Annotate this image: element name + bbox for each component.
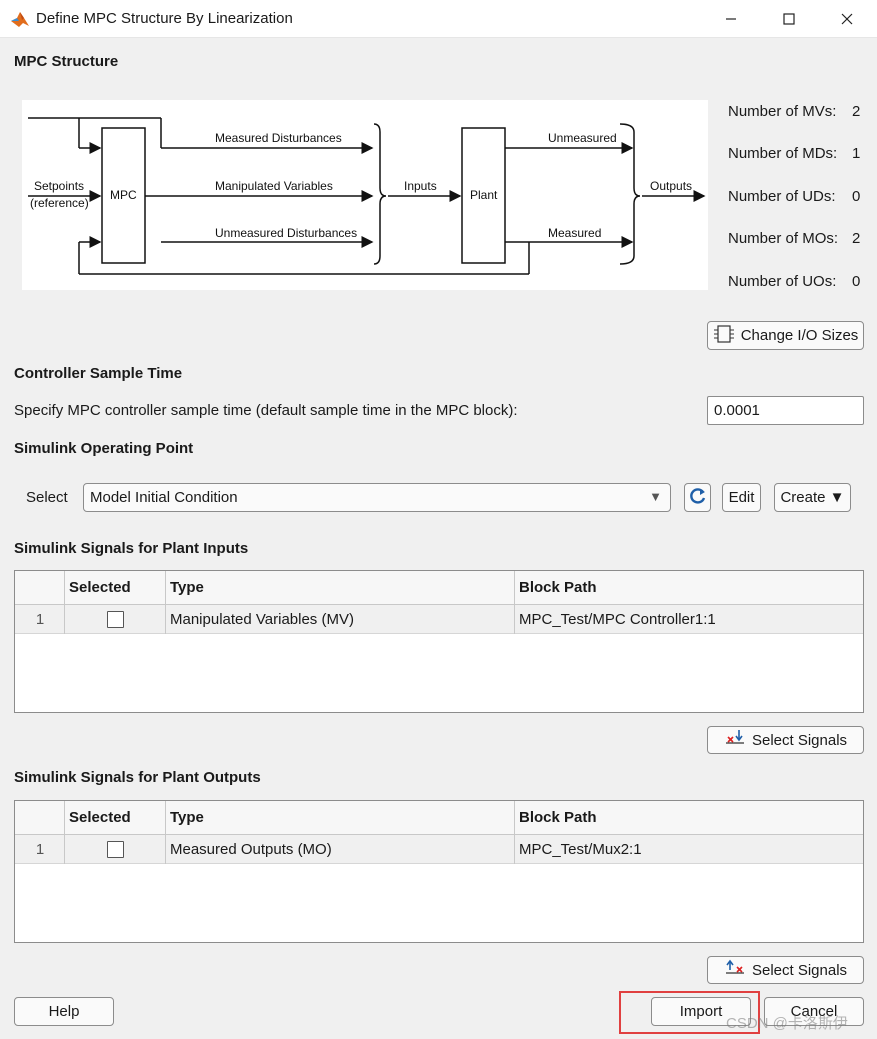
- select-input-signals-label: Select Signals: [751, 731, 848, 749]
- diagram-md-label: Measured Disturbances: [215, 131, 342, 145]
- plant-inputs-table: Selected Type Block Path 1 Manipulated V…: [14, 570, 864, 713]
- row-selected-cell: [65, 605, 166, 633]
- mv-count-value: 2: [852, 103, 861, 120]
- select-input-signals-button[interactable]: Select Signals: [707, 726, 864, 754]
- sample-time-input[interactable]: 0.0001: [707, 396, 864, 425]
- mv-count-label: Number of MVs:: [728, 103, 837, 120]
- help-button[interactable]: Help: [14, 997, 114, 1026]
- column-header-selected[interactable]: Selected: [69, 579, 131, 596]
- operating-point-heading: Simulink Operating Point: [14, 440, 194, 457]
- select-signals-icon: [724, 729, 746, 751]
- column-header-block-path[interactable]: Block Path: [519, 809, 597, 826]
- sample-time-value: 0.0001: [714, 402, 760, 419]
- maximize-button[interactable]: [760, 0, 818, 38]
- column-header-index: [15, 571, 65, 604]
- cancel-button-label: Cancel: [790, 1003, 838, 1020]
- diagram-mpc-label: MPC: [110, 188, 137, 202]
- mpc-structure-heading: MPC Structure: [14, 53, 119, 70]
- mo-count-label: Number of MOs:: [728, 230, 839, 247]
- title-bar: Define MPC Structure By Linearization: [0, 0, 877, 38]
- select-signals-icon: [724, 959, 746, 981]
- mo-count-value: 2: [852, 230, 861, 247]
- md-count-value: 1: [852, 145, 861, 162]
- select-label: Select: [26, 489, 68, 506]
- table-row[interactable]: 1 Manipulated Variables (MV) MPC_Test/MP…: [15, 605, 863, 634]
- column-header-type[interactable]: Type: [170, 579, 204, 596]
- change-io-sizes-button[interactable]: Change I/O Sizes: [707, 321, 864, 350]
- diagram-reference-label: (reference): [30, 196, 89, 210]
- uo-count-value: 0: [852, 273, 861, 290]
- row-type: Measured Outputs (MO): [170, 840, 332, 858]
- row-block-path: MPC_Test/Mux2:1: [519, 840, 642, 858]
- diagram-inputs-label: Inputs: [404, 179, 437, 193]
- create-button-label: Create ▼: [780, 489, 845, 506]
- ud-count-label: Number of UDs:: [728, 188, 836, 205]
- matlab-logo-icon: [10, 9, 30, 29]
- column-header-selected[interactable]: Selected: [69, 809, 131, 826]
- ud-count-value: 0: [852, 188, 861, 205]
- table-row[interactable]: 1 Measured Outputs (MO) MPC_Test/Mux2:1: [15, 835, 863, 864]
- table-header: Selected Type Block Path: [15, 801, 863, 835]
- edit-button[interactable]: Edit: [722, 483, 761, 512]
- table-header: Selected Type Block Path: [15, 571, 863, 605]
- column-header-block-path[interactable]: Block Path: [519, 579, 597, 596]
- operating-point-selected: Model Initial Condition: [90, 489, 238, 506]
- diagram-ud-label: Unmeasured Disturbances: [215, 226, 357, 240]
- io-sizes-icon: [713, 324, 735, 348]
- plant-outputs-table: Selected Type Block Path 1 Measured Outp…: [14, 800, 864, 943]
- help-button-label: Help: [48, 1003, 80, 1020]
- sample-time-heading: Controller Sample Time: [14, 365, 183, 382]
- row-selected-checkbox[interactable]: [107, 840, 124, 858]
- uo-count-label: Number of UOs:: [728, 273, 837, 290]
- row-block-path: MPC_Test/MPC Controller1:1: [519, 610, 716, 628]
- cancel-button[interactable]: Cancel: [764, 997, 864, 1026]
- import-highlight-box: [619, 991, 760, 1034]
- md-count-label: Number of MDs:: [728, 145, 838, 162]
- edit-button-label: Edit: [728, 489, 755, 506]
- mpc-structure-diagram: Setpoints (reference) MPC Measured Distu…: [22, 100, 708, 290]
- window-title: Define MPC Structure By Linearization: [36, 10, 293, 27]
- row-type: Manipulated Variables (MV): [170, 610, 354, 628]
- refresh-icon: [688, 486, 708, 510]
- select-output-signals-button[interactable]: Select Signals: [707, 956, 864, 984]
- diagram-measured-label: Measured: [548, 226, 601, 240]
- change-io-sizes-label: Change I/O Sizes: [740, 327, 859, 344]
- select-output-signals-label: Select Signals: [751, 961, 848, 979]
- diagram-setpoints-label: Setpoints: [34, 179, 84, 193]
- watermark: CSDN @卡洛斯伊: [726, 1015, 848, 1032]
- dropdown-arrow-icon: ▼: [649, 489, 662, 504]
- plant-inputs-heading: Simulink Signals for Plant Inputs: [14, 540, 249, 557]
- row-index: 1: [35, 610, 45, 628]
- diagram-unmeasured-label: Unmeasured: [548, 131, 617, 145]
- diagram-plant-label: Plant: [470, 188, 498, 202]
- row-index: 1: [35, 840, 45, 858]
- plant-outputs-heading: Simulink Signals for Plant Outputs: [14, 769, 261, 786]
- column-header-index: [15, 801, 65, 834]
- operating-point-dropdown[interactable]: Model Initial Condition ▼: [83, 483, 671, 512]
- diagram-outputs-label: Outputs: [650, 179, 692, 193]
- sample-time-label: Specify MPC controller sample time (defa…: [14, 402, 518, 419]
- create-button[interactable]: Create ▼: [774, 483, 851, 512]
- refresh-button[interactable]: [684, 483, 711, 512]
- row-selected-cell: [65, 835, 166, 863]
- import-button[interactable]: Import: [651, 997, 751, 1026]
- minimize-button[interactable]: [702, 0, 760, 38]
- row-selected-checkbox[interactable]: [107, 610, 124, 628]
- import-button-label: Import: [679, 1003, 723, 1020]
- diagram-mv-label: Manipulated Variables: [215, 179, 333, 193]
- column-header-type[interactable]: Type: [170, 809, 204, 826]
- close-button[interactable]: [818, 0, 876, 38]
